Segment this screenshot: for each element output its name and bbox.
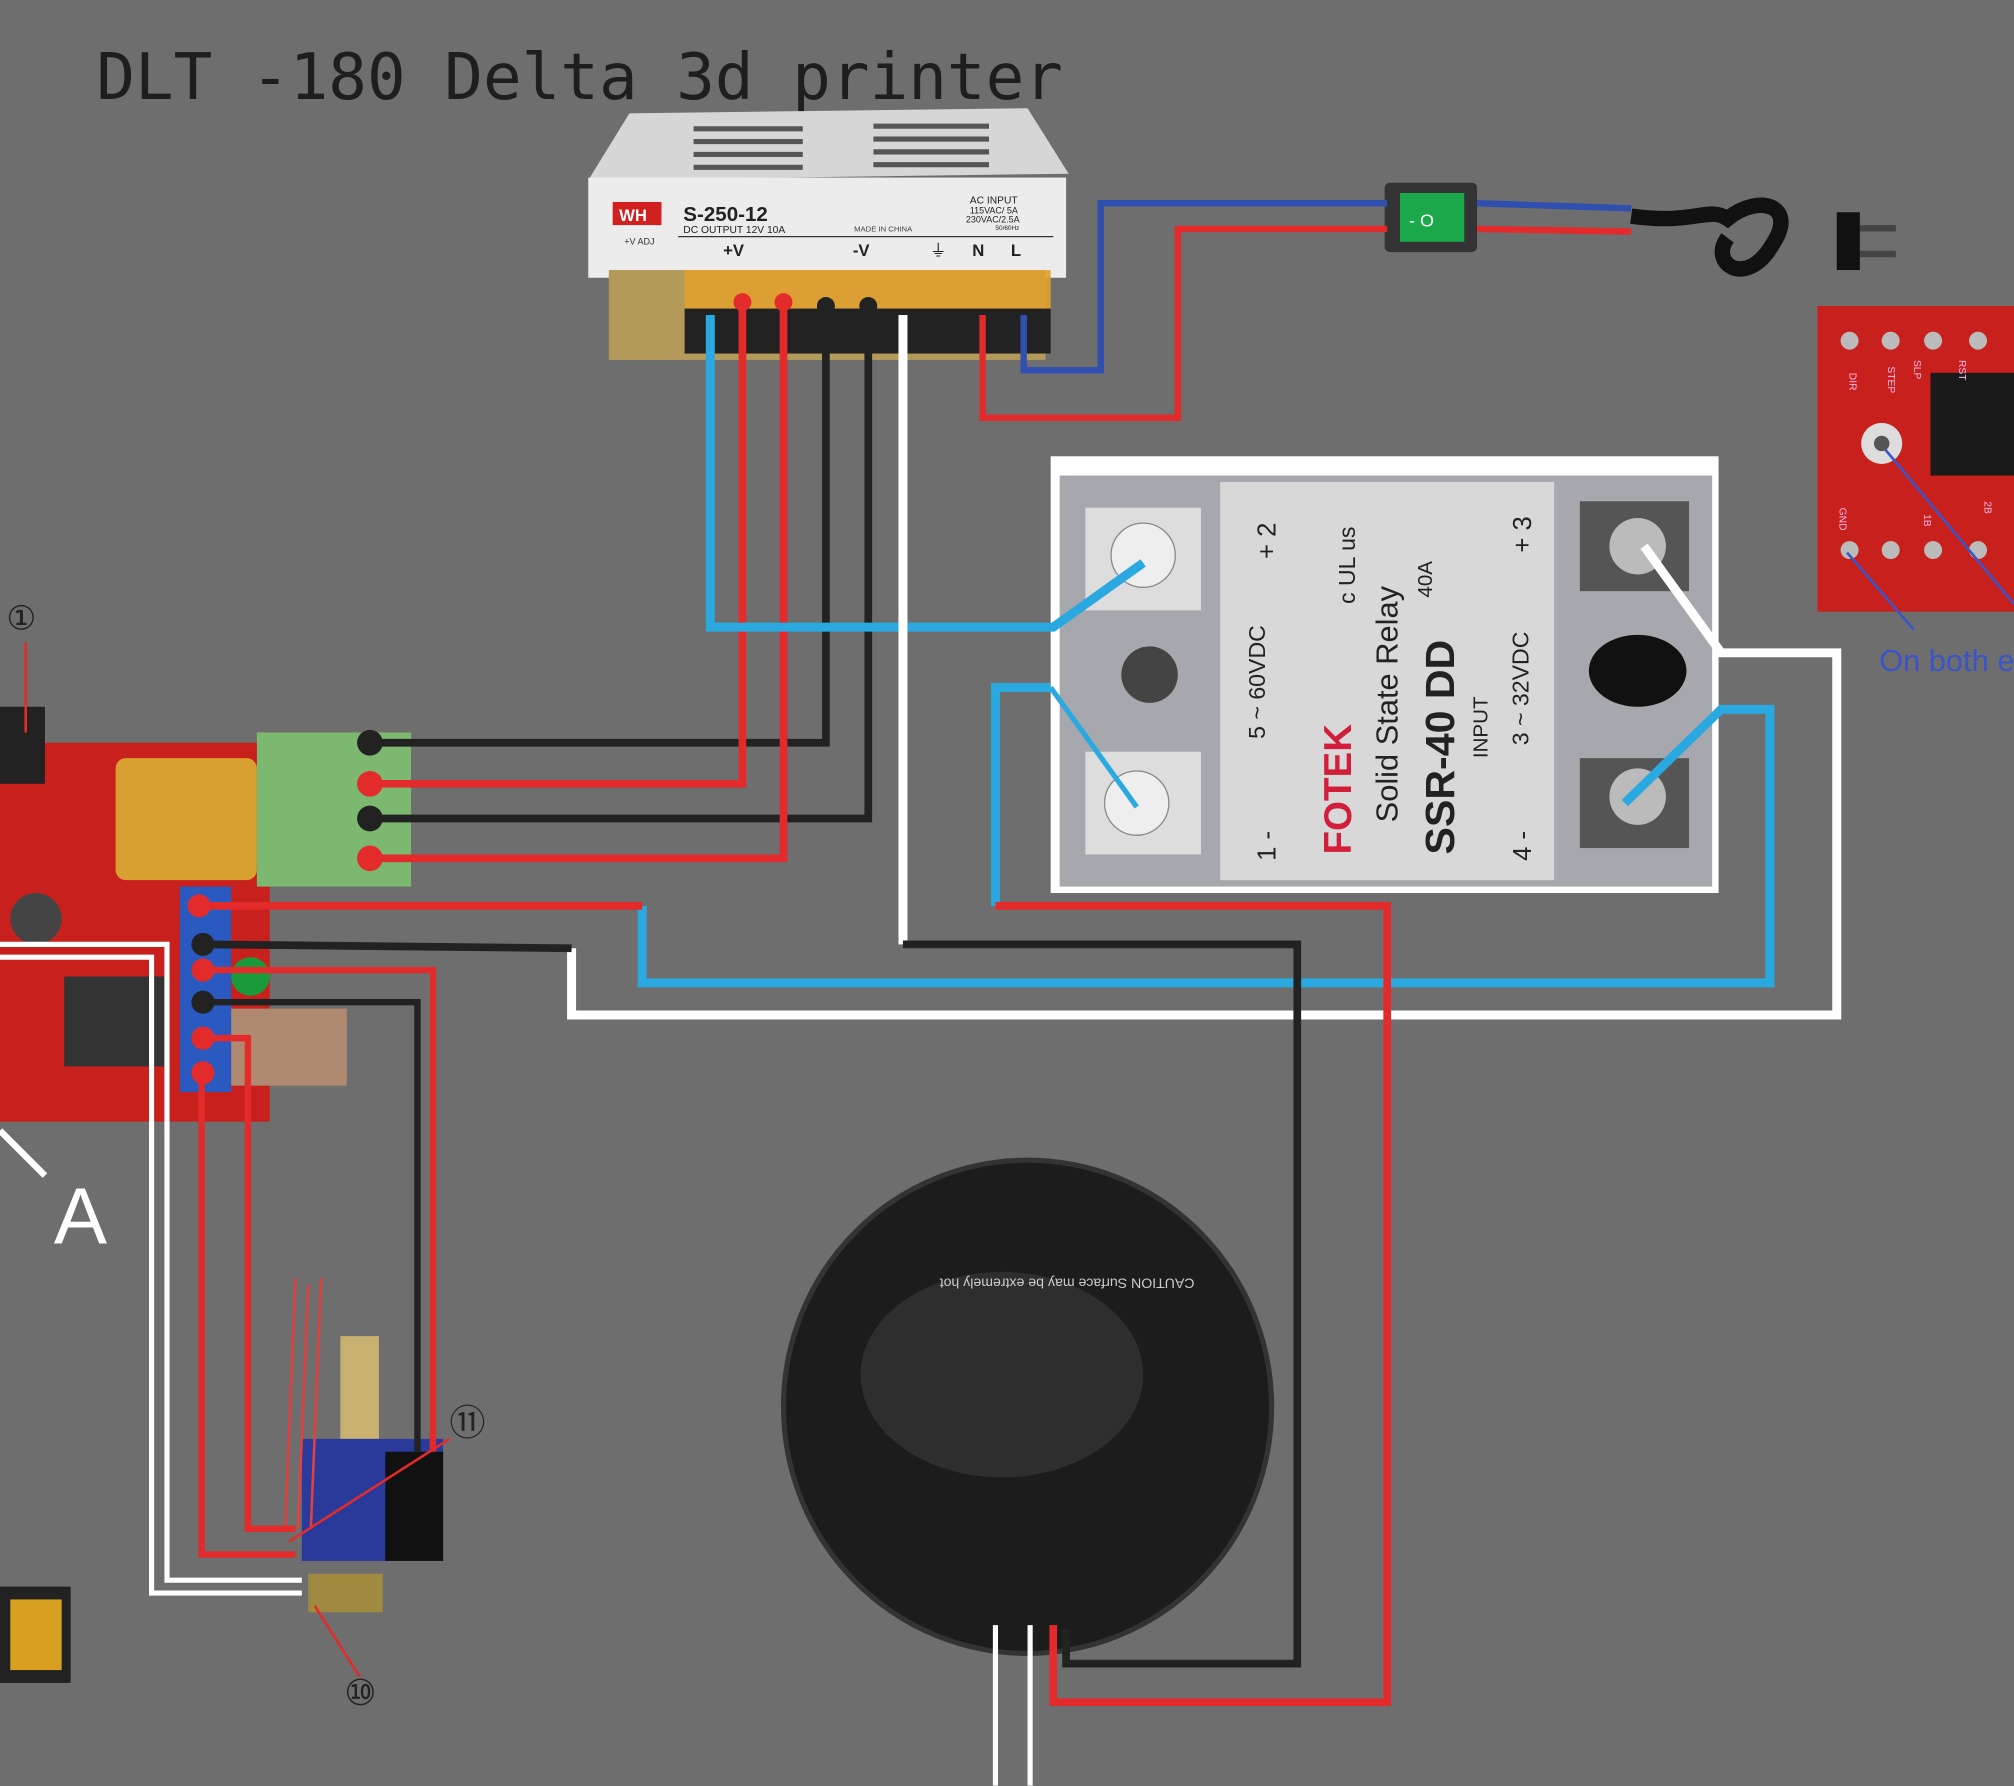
heatbed: CAUTION Surface may be extremely hot <box>780 1157 1275 1656</box>
pin-2b: 2B <box>1981 501 1992 514</box>
cooling-fan <box>0 1586 71 1683</box>
relay-pin-1: 1 - <box>1253 831 1281 861</box>
pin-gnd: GND <box>1836 508 1847 531</box>
switch-label: - O <box>1409 210 1434 230</box>
relay-pin-3: + 3 <box>1509 516 1537 552</box>
marker-1: ① <box>6 601 36 638</box>
relay-brand: FOTEK <box>1317 724 1360 855</box>
psu-terminal-minus-v: -V <box>853 241 871 260</box>
relay-input-range: 3 ~ 32VDC <box>1507 632 1533 746</box>
pin-dir: DIR <box>1847 373 1858 391</box>
relay-model: SSR-40 DD <box>1417 640 1463 855</box>
relay-name: Solid State Relay <box>1369 585 1404 822</box>
relay-output-range: 5 ~ 60VDC <box>1244 625 1270 739</box>
stepper-note: On both e <box>1879 643 2014 678</box>
psu-made-in: MADE IN CHINA <box>854 225 913 234</box>
diagram-title: DLT -180 Delta 3d printer <box>96 40 1063 115</box>
relay-pin-2: + 2 <box>1253 523 1281 559</box>
psu-terminal-n: N <box>972 241 984 260</box>
solid-state-relay: FOTEK Solid State Relay SSR-40 DD 40A 5 … <box>1050 456 1719 893</box>
psu-adj: +V ADJ <box>624 236 654 246</box>
psu-ac-input: AC INPUT <box>970 195 1019 206</box>
psu-terminal-ground: ⏚ <box>930 241 947 260</box>
power-plug <box>1630 197 1896 277</box>
psu-ac-115: 115VAC/ 5A <box>970 206 1018 216</box>
pin-1b: 1B <box>1921 514 1932 527</box>
pin-step: STEP <box>1885 366 1896 393</box>
psu-terminal-l: L <box>1011 241 1021 260</box>
relay-input-label: INPUT <box>1469 696 1492 758</box>
psu-brand: WH <box>619 206 647 225</box>
psu-ac-230: 230VAC/2.5A <box>966 215 1020 225</box>
arrow-icon <box>0 1128 48 1178</box>
wires <box>0 200 1842 1786</box>
relay-pin-4: 4 - <box>1509 831 1537 861</box>
marker-10: ⑩ <box>344 1672 376 1713</box>
control-board <box>0 706 412 1122</box>
psu-terminal-plus-v: +V <box>723 241 745 260</box>
stepper-driver-board: DIR STEP SLP RST GND 1B 2B On both e <box>1817 306 2014 678</box>
psu-ac-hz: 50/60Hz <box>995 225 1019 232</box>
relay-rating: 40A <box>1414 561 1437 598</box>
heatbed-caution: CAUTION Surface may be extremely hot <box>940 1275 1195 1291</box>
hotend <box>283 1278 444 1613</box>
pin-slp: SLP <box>1911 360 1922 380</box>
psu-dc-output: DC OUTPUT 12V 10A <box>683 225 785 236</box>
rocker-switch: - O <box>1384 182 1478 253</box>
pin-rst: RST <box>1956 360 1967 381</box>
relay-cert: c UL us <box>1334 527 1360 605</box>
psu-model: S-250-12 <box>683 203 768 226</box>
marker-11: ⑪ <box>450 1402 486 1443</box>
marker-a: A <box>54 1172 107 1261</box>
